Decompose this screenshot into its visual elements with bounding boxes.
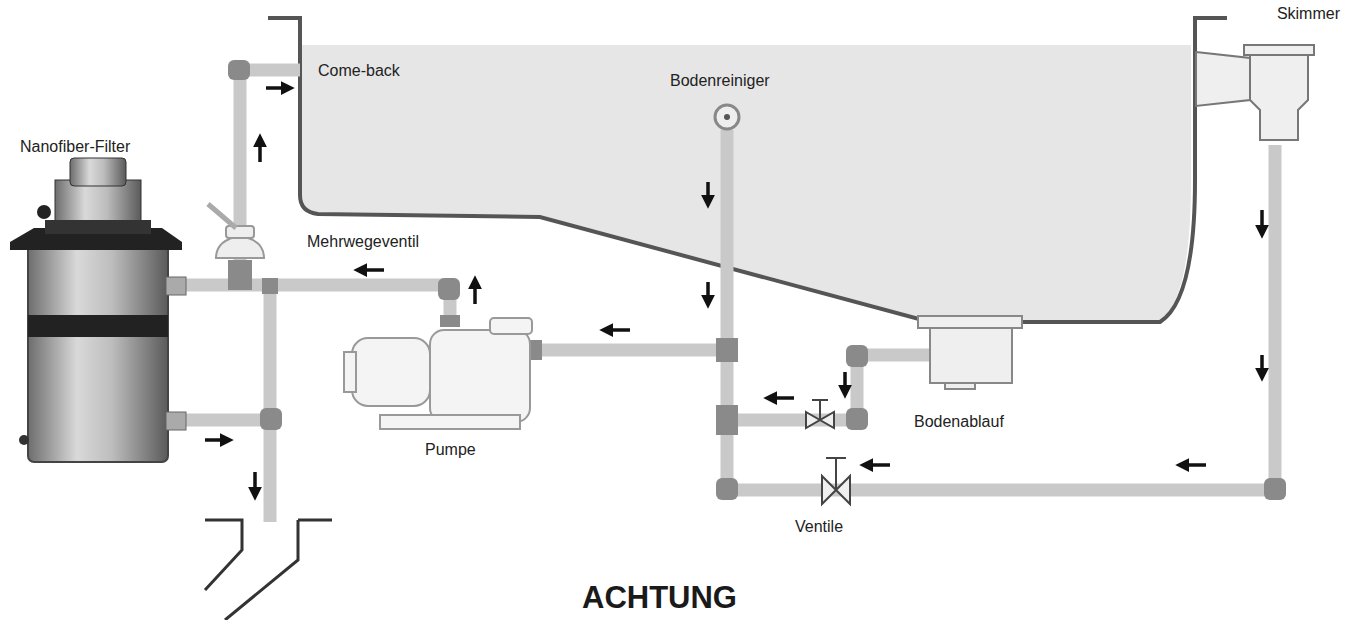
part-label: Bodenablauf [914, 412, 1004, 431]
part-label: Pumpe [425, 440, 476, 459]
main-drain [918, 316, 1022, 389]
part-label: Come-back [318, 61, 400, 80]
nanofiber-filter [10, 158, 186, 462]
pump [344, 318, 532, 429]
part-label: Bodenreiniger [670, 71, 770, 90]
heading: ACHTUNG [582, 579, 737, 616]
sewer-drain [205, 520, 332, 620]
pool-wall [268, 18, 1227, 322]
part-label: Skimmer [1277, 4, 1340, 23]
cleaner-inlet [715, 105, 739, 129]
multiport-valve [208, 204, 264, 258]
part-label: Mehrwegeventil [307, 232, 419, 251]
flow-arrows [205, 88, 1262, 492]
valves [806, 400, 850, 504]
skimmer [1196, 45, 1314, 140]
pipes [180, 70, 1275, 522]
pipe-joints [228, 60, 1286, 500]
part-label: Ventile [795, 517, 843, 536]
part-label: Nanofiber-Filter [20, 137, 130, 156]
